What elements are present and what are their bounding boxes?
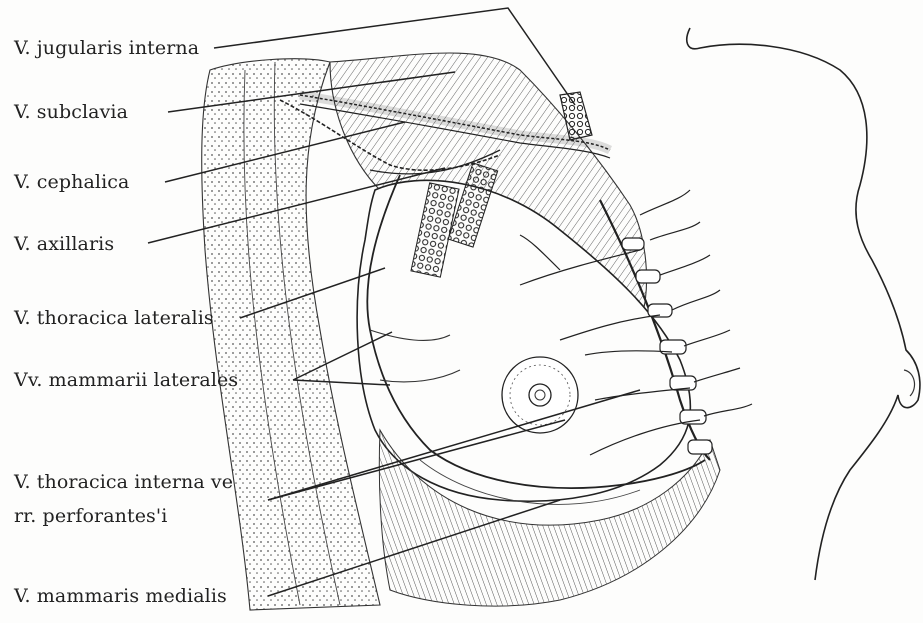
label-thoracica-interna-line2: rr. perforantes'i — [14, 504, 167, 528]
label-subclavia: V. subclavia — [14, 100, 128, 124]
label-thoracica-interna-line1: V. thoracica interna ve — [14, 470, 233, 494]
contralateral-nipple — [904, 370, 915, 396]
label-cephalica: V. cephalica — [14, 170, 129, 194]
label-mammarii-laterales: Vv. mammarii laterales — [14, 368, 238, 392]
label-jugularis-interna: V. jugularis interna — [14, 36, 199, 60]
label-mammaris-medialis: V. mammaris medialis — [14, 584, 227, 608]
label-axillaris: V. axillaris — [14, 232, 114, 256]
label-thoracica-lateralis: V. thoracica lateralis — [14, 306, 214, 330]
nipple — [529, 384, 551, 406]
breast-mound — [357, 180, 690, 501]
torso-outline — [687, 28, 920, 580]
